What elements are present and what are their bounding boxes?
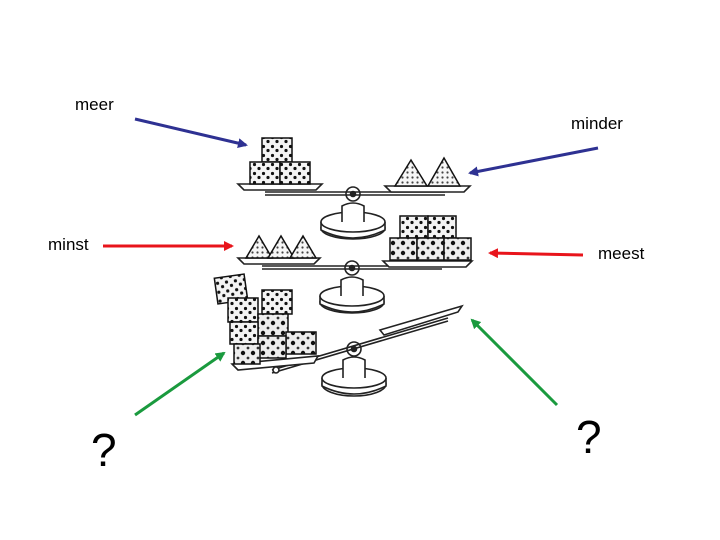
label-minder: minder bbox=[571, 114, 623, 133]
balance-scale-icon bbox=[236, 183, 472, 240]
balance-scale-icon bbox=[230, 304, 464, 397]
label-minst: minst bbox=[48, 235, 89, 254]
cube-icon bbox=[213, 273, 317, 365]
arrow-question-left bbox=[134, 351, 226, 417]
arrow-question-right bbox=[470, 318, 559, 407]
triangle-icon bbox=[244, 234, 318, 259]
label-meest: meest bbox=[598, 244, 645, 263]
triangle-icon bbox=[393, 156, 462, 187]
question-mark-right: ? bbox=[576, 411, 602, 463]
arrow-minder bbox=[468, 146, 599, 177]
cube-icon bbox=[249, 137, 311, 185]
arrow-meer bbox=[134, 117, 248, 149]
cube-icon bbox=[389, 215, 472, 261]
question-mark-left: ? bbox=[91, 424, 117, 476]
label-meer: meer bbox=[75, 95, 114, 114]
arrow-meest bbox=[488, 248, 584, 259]
